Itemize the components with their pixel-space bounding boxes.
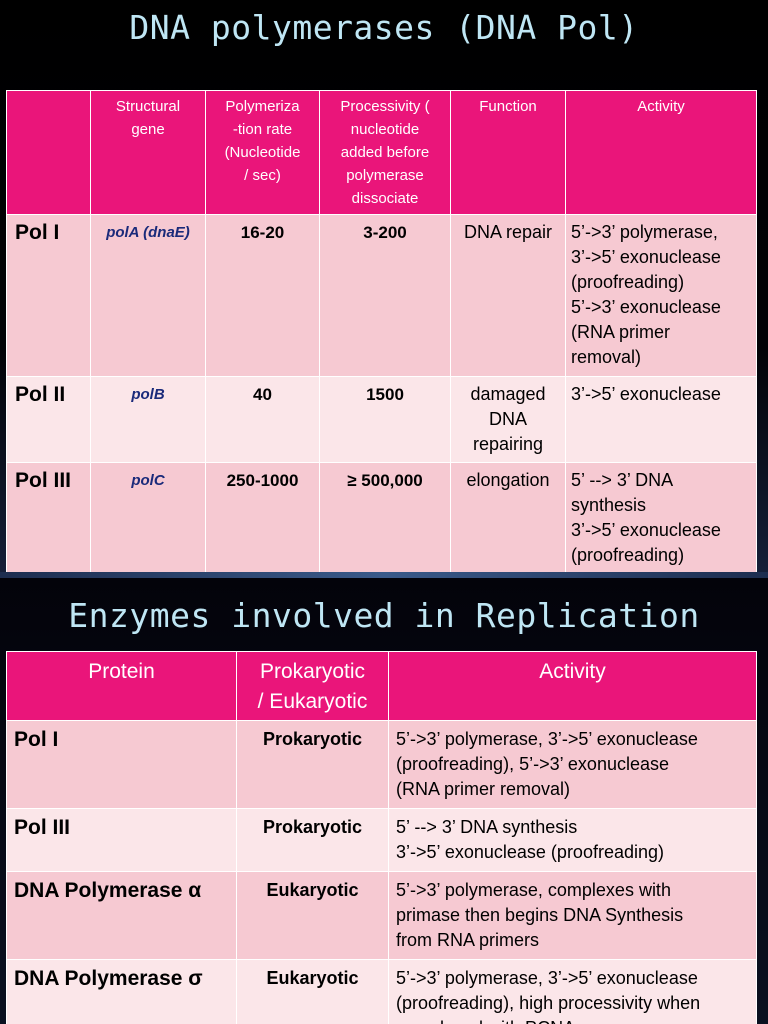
rate-cell: 40 — [205, 376, 320, 463]
slide-dna-polymerases: DNA polymerases (DNA Pol) Structural gen… — [0, 0, 768, 578]
row-label: Pol II — [6, 376, 91, 463]
header-polymerization-rate: Polymeriza -tion rate (Nucleotide / sec) — [205, 90, 320, 215]
activity-cell: 5’ --> 3’ DNA synthesis 3’->5’ exonuclea… — [565, 462, 757, 575]
row-label: DNA Polymerase σ — [6, 959, 237, 1024]
slide-title: Enzymes involved in Replication — [68, 596, 700, 635]
organism-type-cell: Prokaryotic — [236, 720, 389, 809]
activity-cell: 5’->3’ polymerase, 3’->5’ exonuclease (p… — [388, 959, 757, 1024]
table-row-pol-ii: Pol II polB 40 1500 damaged DNA repairin… — [6, 376, 757, 463]
header-activity: Activity — [388, 651, 757, 721]
table-row-pol-iii: Pol III Prokaryotic 5’ --> 3’ DNA synthe… — [6, 808, 757, 872]
header-blank — [6, 90, 91, 215]
row-label: Pol III — [6, 462, 91, 575]
table-row-pol-i: Pol I Prokaryotic 5’->3’ polymerase, 3’-… — [6, 720, 757, 809]
gene-cell: polC — [90, 462, 206, 575]
activity-cell: 5’->3’ polymerase, 3’->5’ exonuclease (p… — [388, 720, 757, 809]
slide-title: DNA polymerases (DNA Pol) — [129, 8, 639, 47]
row-label: Pol III — [6, 808, 237, 872]
rate-cell: 250-1000 — [205, 462, 320, 575]
processivity-cell: 1500 — [319, 376, 451, 463]
row-label: Pol I — [6, 720, 237, 809]
function-cell: elongation — [450, 462, 566, 575]
organism-type-cell: Prokaryotic — [236, 808, 389, 872]
header-function: Function — [450, 90, 566, 215]
activity-cell: 3’->5’ exonuclease — [565, 376, 757, 463]
header-activity: Activity — [565, 90, 757, 215]
table-row-pol-iii: Pol III polC 250-1000 ≥ 500,000 elongati… — [6, 462, 757, 575]
header-prokaryotic-eukaryotic: Prokaryotic / Eukaryotic — [236, 651, 389, 721]
row-label: Pol I — [6, 214, 91, 377]
processivity-cell: ≥ 500,000 — [319, 462, 451, 575]
slide-replication-enzymes: Enzymes involved in Replication Protein … — [0, 578, 768, 1024]
rate-cell: 16-20 — [205, 214, 320, 377]
organism-type-cell: Eukaryotic — [236, 959, 389, 1024]
header-structural-gene: Structural gene — [90, 90, 206, 215]
table-header-row: Protein Prokaryotic / Eukaryotic Activit… — [6, 651, 757, 721]
table-row-dna-polymerase-sigma: DNA Polymerase σ Eukaryotic 5’->3’ polym… — [6, 959, 757, 1024]
header-processivity: Processivity ( nucleotide added before p… — [319, 90, 451, 215]
table-header-row: Structural gene Polymeriza -tion rate (N… — [6, 90, 757, 215]
activity-cell: 5’->3’ polymerase, complexes with primas… — [388, 871, 757, 960]
table-row-dna-polymerase-alpha: DNA Polymerase α Eukaryotic 5’->3’ polym… — [6, 871, 757, 960]
function-cell: DNA repair — [450, 214, 566, 377]
header-protein: Protein — [6, 651, 237, 721]
table-row-pol-i: Pol I polA (dnaE) 16-20 3-200 DNA repair… — [6, 214, 757, 377]
function-cell: damaged DNA repairing — [450, 376, 566, 463]
dna-polymerase-table: Structural gene Polymeriza -tion rate (N… — [6, 90, 757, 575]
organism-type-cell: Eukaryotic — [236, 871, 389, 960]
row-label: DNA Polymerase α — [6, 871, 237, 960]
processivity-cell: 3-200 — [319, 214, 451, 377]
gene-cell: polA (dnaE) — [90, 214, 206, 377]
activity-cell: 5’ --> 3’ DNA synthesis 3’->5’ exonuclea… — [388, 808, 757, 872]
activity-cell: 5’->3’ polymerase, 3’->5’ exonuclease (p… — [565, 214, 757, 377]
gene-cell: polB — [90, 376, 206, 463]
replication-enzymes-table: Protein Prokaryotic / Eukaryotic Activit… — [6, 651, 757, 1024]
